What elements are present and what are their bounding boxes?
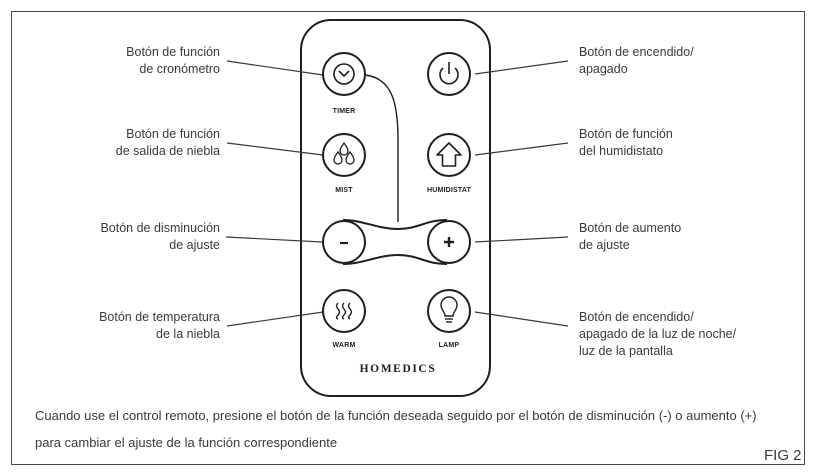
timer-label: TIMER [333,108,356,115]
warm-label: WARM [333,342,356,349]
brand-logo: HOMEDICS [360,363,437,375]
plus-icon [444,237,454,247]
label-power: Botón de encendido/apagado [579,45,694,76]
mist-label: MIST [335,187,353,194]
decrease-button[interactable] [322,220,366,264]
leader-lines [225,60,569,327]
droplets-icon [333,141,355,165]
warm-button[interactable] [322,289,366,333]
humidistat-label: HUMIDISTAT [427,187,472,194]
power-button[interactable] [427,52,471,96]
label-lamp: Botón de encendido/apagado de la luz de … [579,310,737,358]
figure-frame [11,11,805,465]
instruction-caption: Cuando use el control remoto, presione e… [35,408,757,450]
lamp-label: LAMP [439,342,460,349]
clock-icon [333,63,355,85]
lamp-button[interactable] [427,289,471,333]
mist-button[interactable] [322,133,366,177]
humidistat-button[interactable] [427,133,471,177]
increase-button[interactable] [427,220,471,264]
lightbulb-icon [440,296,458,323]
timer-button[interactable] [322,52,366,96]
timer-connector-line [364,74,399,222]
adjust-band [343,218,447,266]
power-icon [439,62,459,85]
figure-label: FIG 2 [764,447,802,464]
heat-waves-icon [335,302,353,320]
house-icon [436,142,462,167]
